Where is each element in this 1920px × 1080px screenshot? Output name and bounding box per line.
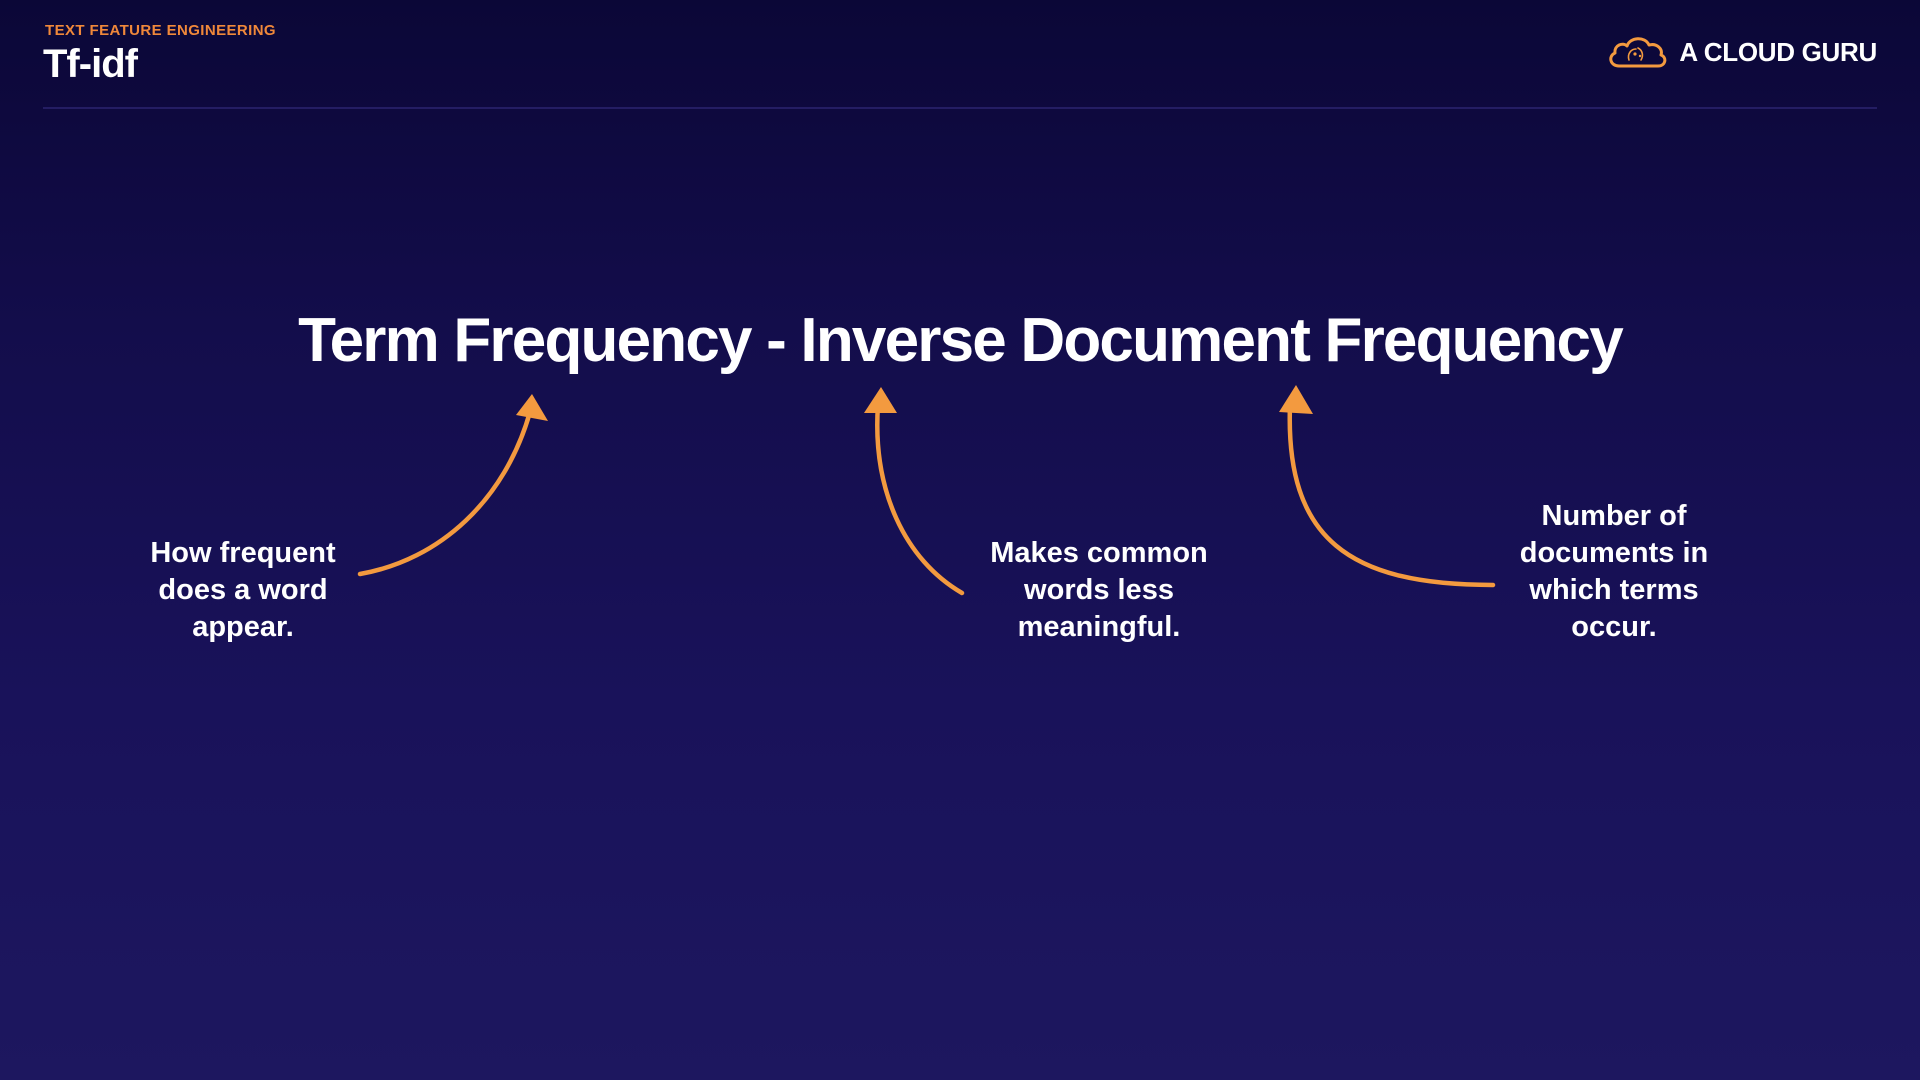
annotation-inverse: Makes common words less meaningful. (962, 535, 1236, 646)
annotation-line: meaningful. (1017, 611, 1181, 643)
annotation-line: documents in (1519, 537, 1709, 569)
section-eyebrow: TEXT FEATURE ENGINEERING (45, 22, 277, 39)
annotation-line: Makes common (990, 537, 1208, 569)
slide-title: Tf-idf (43, 42, 138, 86)
annotation-line: which terms (1529, 574, 1699, 606)
cloud-icon (1609, 37, 1667, 68)
annotation-line: appear. (192, 611, 294, 643)
headline: Term Frequency - Inverse Document Freque… (298, 306, 1624, 375)
annotation-line: How frequent (150, 537, 336, 569)
annotation-line: occur. (1571, 611, 1657, 643)
brand-logo-lockup: A CLOUD GURU (1605, 32, 1877, 72)
arrow-document-frequency (1279, 385, 1496, 588)
arrow-inverse (864, 387, 965, 596)
annotation-line: Number of (1541, 500, 1687, 532)
arrow-term-frequency (357, 394, 548, 577)
annotation-document-frequency: Number of documents in which terms occur… (1490, 498, 1738, 646)
annotation-term-frequency: How frequent does a word appear. (125, 535, 361, 646)
brand-name: A CLOUD GURU (1679, 36, 1877, 67)
annotation-line: does a word (158, 574, 328, 606)
header-divider (43, 107, 1877, 109)
annotation-line: words less (1024, 574, 1174, 606)
